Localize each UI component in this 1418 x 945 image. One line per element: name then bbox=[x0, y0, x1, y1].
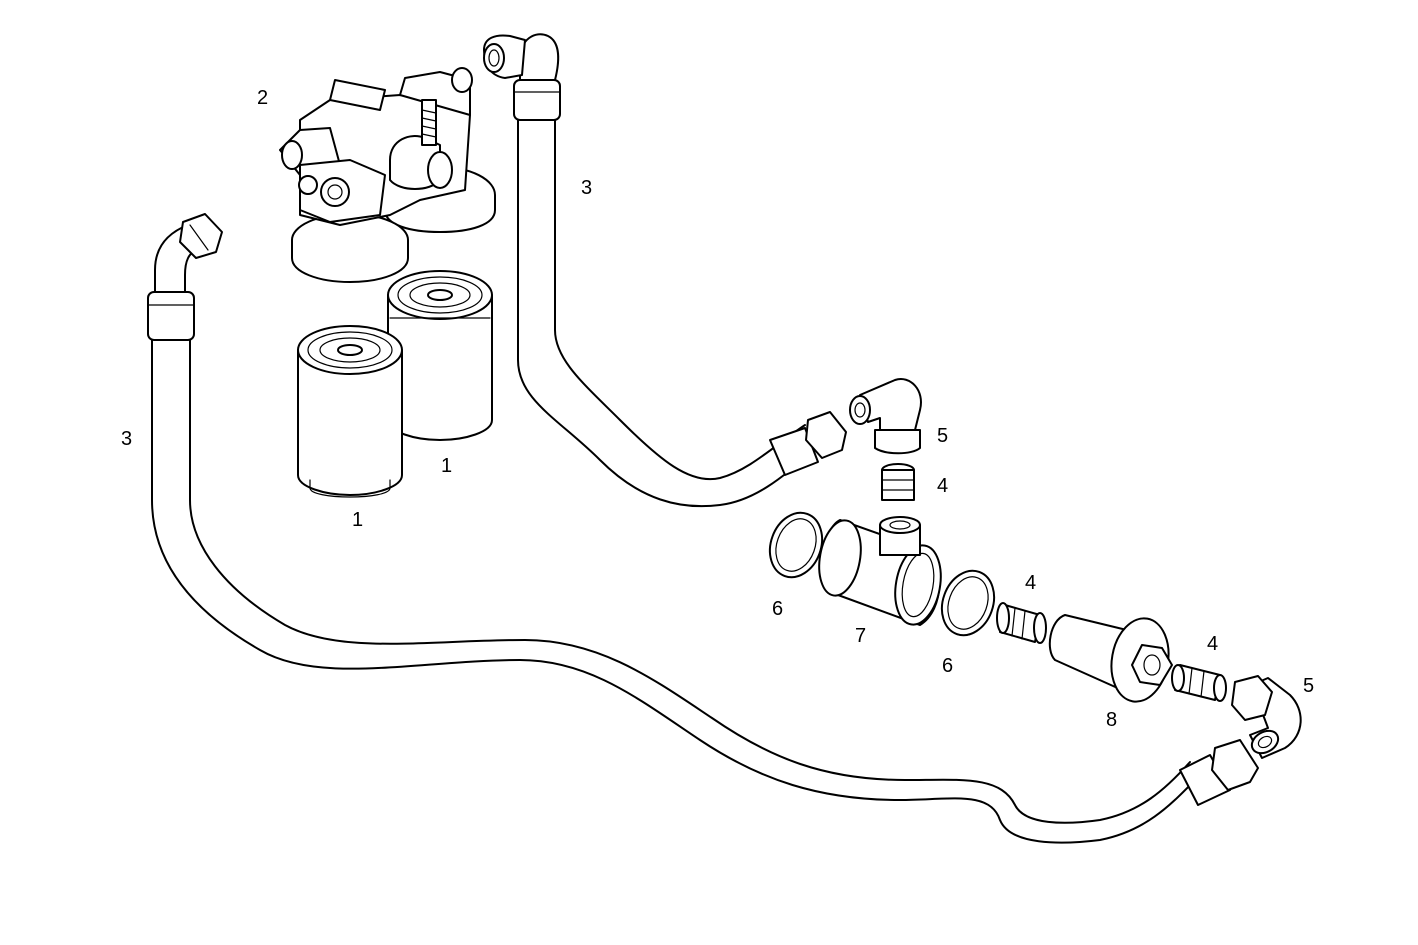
callout-7: 7 bbox=[855, 625, 866, 647]
callout-1-rear: 1 bbox=[441, 455, 452, 477]
callout-3-left: 3 bbox=[121, 428, 132, 450]
callout-5-right: 5 bbox=[1303, 675, 1314, 697]
adapter-4-top bbox=[881, 463, 915, 501]
callout-6-right: 6 bbox=[942, 655, 953, 677]
hose-3-long bbox=[147, 213, 1259, 844]
filter-head-2 bbox=[279, 67, 496, 283]
callout-2: 2 bbox=[257, 87, 268, 109]
tee-7 bbox=[818, 516, 942, 626]
callout-4-right: 4 bbox=[1207, 633, 1218, 655]
seal-6-right bbox=[940, 569, 996, 637]
callout-6-left: 6 bbox=[772, 598, 783, 620]
callout-8: 8 bbox=[1106, 709, 1117, 731]
adapter-4-mid bbox=[996, 602, 1047, 644]
callout-1-front: 1 bbox=[352, 509, 363, 531]
filter-cartridge-1-rear bbox=[387, 270, 493, 441]
hose-3-upper bbox=[483, 33, 847, 508]
elbow-5-top bbox=[849, 378, 922, 455]
callout-5-top: 5 bbox=[937, 425, 948, 447]
adapter-4-right bbox=[1171, 664, 1227, 702]
callout-4-mid: 4 bbox=[1025, 572, 1036, 594]
callout-3-top: 3 bbox=[581, 177, 592, 199]
filter-cartridge-1-front bbox=[297, 325, 403, 498]
elbow-5-right bbox=[1231, 675, 1302, 759]
callout-4-top: 4 bbox=[937, 475, 948, 497]
plug-8 bbox=[1048, 614, 1173, 703]
